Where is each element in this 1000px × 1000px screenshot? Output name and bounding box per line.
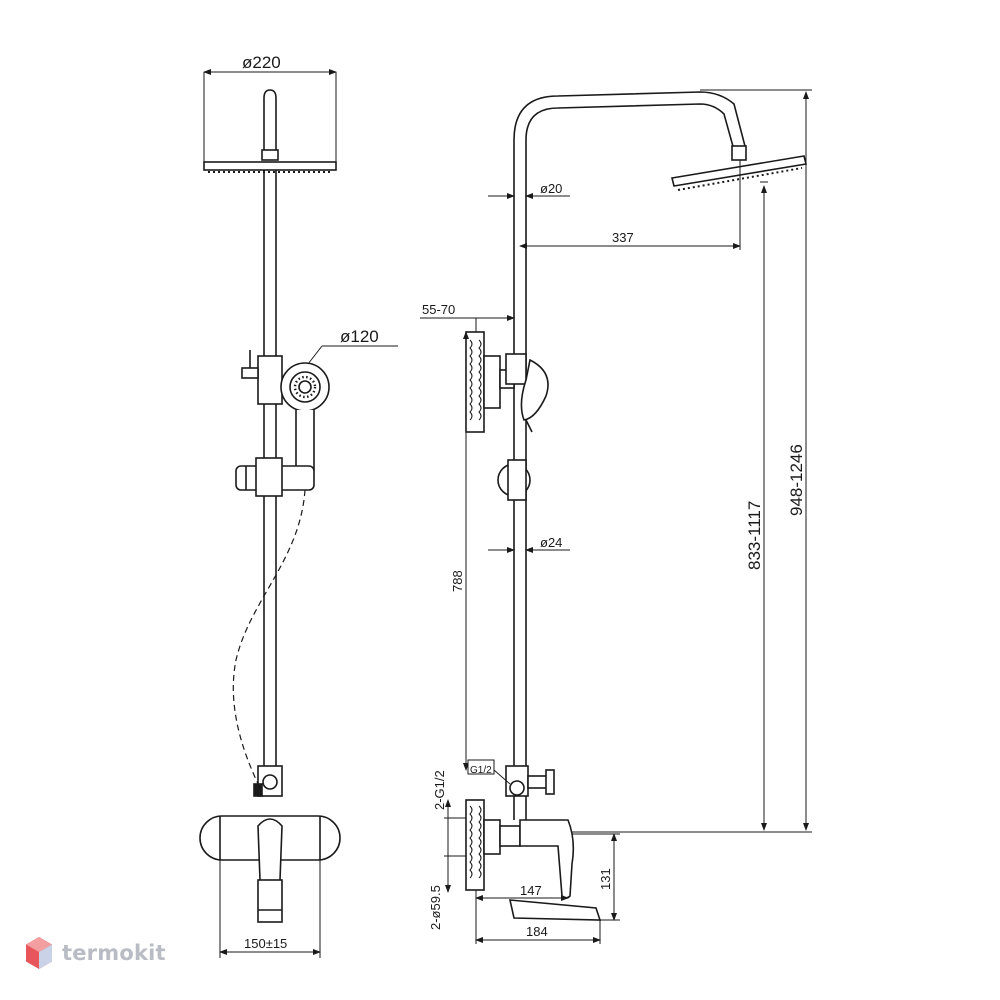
spout-height-label: 131 — [598, 868, 613, 890]
pipe-diameter-bottom-label: ø24 — [540, 535, 562, 550]
hand-shower-diameter-label: ø120 — [340, 327, 379, 346]
mixer-width-label: 150±15 — [244, 936, 287, 951]
height-range-2-label: 948-1246 — [787, 444, 806, 516]
wall-offset-label: 55-70 — [422, 302, 455, 317]
height-range-1-label: 833-1117 — [745, 501, 764, 570]
thread-label: G1/2 — [470, 765, 492, 776]
arm-reach-label: 337 — [612, 230, 634, 245]
wall-plate-lower — [465, 799, 521, 891]
brand-name: termokit — [62, 941, 166, 965]
flange-diameter-label: 2-ø59.5 — [428, 885, 443, 930]
front-view — [199, 69, 398, 958]
pipe-diameter-top-label: ø20 — [540, 181, 562, 196]
slide-rail-length-label: 788 — [450, 570, 465, 592]
spout-reach-label: 184 — [526, 924, 548, 939]
connection-thread-label: 2-G1/2 — [432, 770, 447, 810]
brand-logo: termokit — [24, 936, 166, 970]
brand-hexagon-icon — [26, 937, 52, 969]
side-view — [420, 89, 812, 944]
head-diameter-label: ø220 — [242, 53, 281, 72]
mixer-depth-label: 147 — [520, 883, 542, 898]
